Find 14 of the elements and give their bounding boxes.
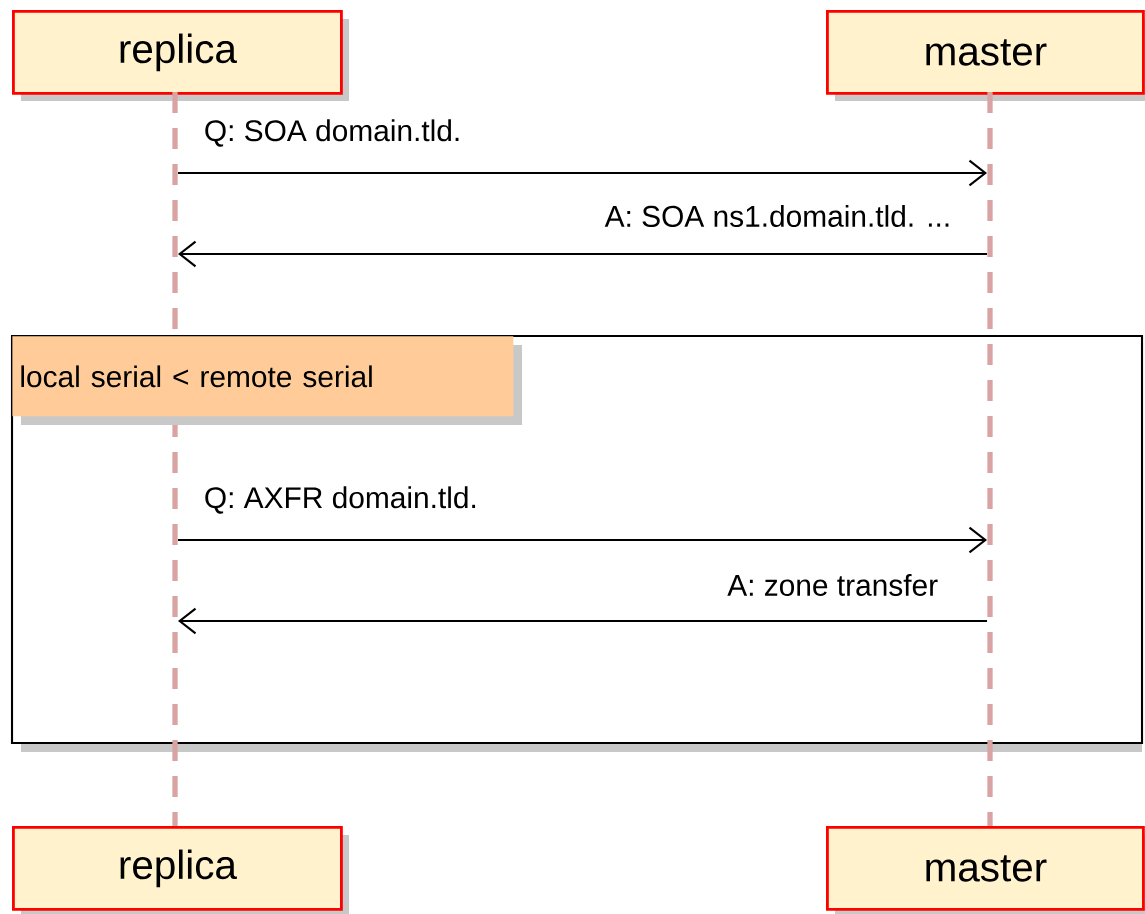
- message-label: Q: SOA domain.tld.: [200, 115, 465, 151]
- message-label: Q: AXFR domain.tld.: [200, 482, 482, 518]
- lifeline: [987, 92, 993, 826]
- message-arrow: [178, 607, 988, 635]
- message-arrow: [178, 240, 988, 268]
- lifeline-head: replica: [12, 826, 349, 914]
- lifeline-head: master: [826, 826, 1145, 914]
- message-label: A: zone transfer: [723, 570, 942, 600]
- message-label: A: SOA ns1.domain.tld. ...: [601, 201, 955, 231]
- lifeline-head: replica: [12, 10, 349, 101]
- message-arrow: [178, 526, 988, 554]
- lifeline-head: master: [826, 10, 1145, 101]
- condition-tab: local serial < remote serial: [12, 336, 522, 425]
- message-arrow: [178, 159, 988, 187]
